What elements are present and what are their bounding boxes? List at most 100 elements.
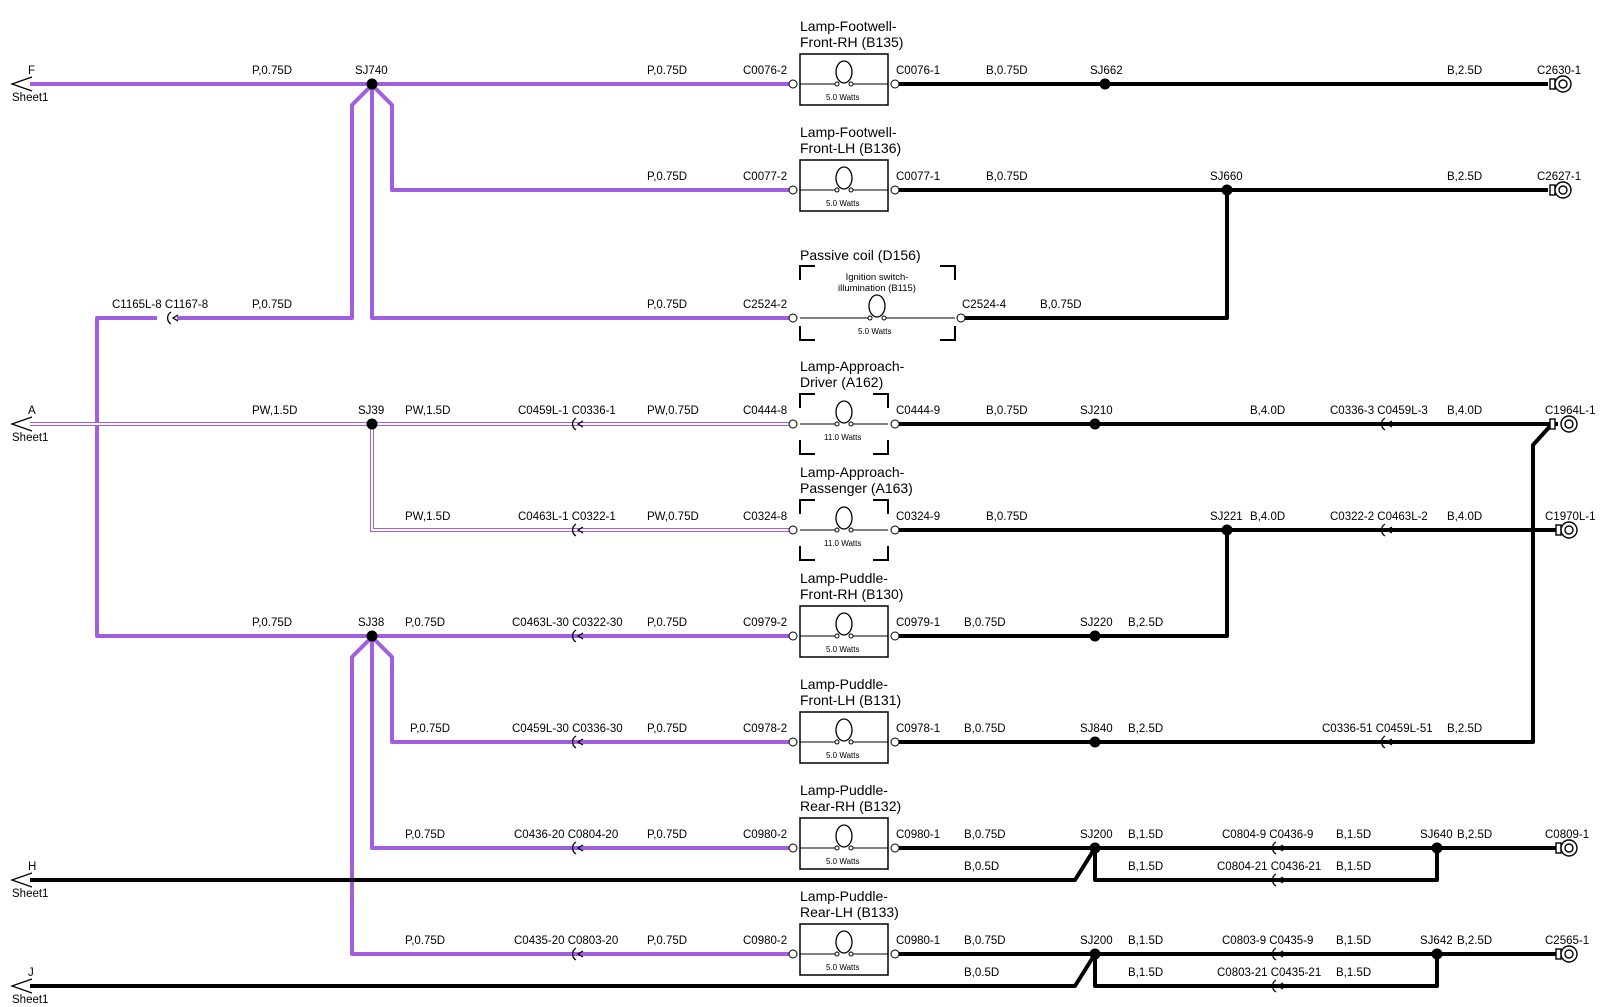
svg-text:B,4.0D: B,4.0D xyxy=(1447,405,1482,417)
svg-text:C1970L-1: C1970L-1 xyxy=(1545,511,1596,523)
splice-sj662 xyxy=(1099,78,1111,90)
lamp-footwell-front-lh[interactable]: Lamp-Footwell- Front-LH (B136) 5.0 Watts xyxy=(788,124,901,212)
svg-text:B,4.0D: B,4.0D xyxy=(1250,511,1285,523)
svg-text:C0809-1: C0809-1 xyxy=(1545,829,1589,841)
svg-text:SJ38: SJ38 xyxy=(358,617,384,629)
svg-text:C0980-1: C0980-1 xyxy=(896,829,940,841)
svg-text:Front-RH (B135): Front-RH (B135) xyxy=(800,34,903,50)
svg-text:Lamp-Puddle-: Lamp-Puddle- xyxy=(800,888,888,904)
lamp-puddle-front-lh[interactable]: Lamp-Puddle- Front-LH (B131) 5.0 Watts xyxy=(788,676,901,764)
offsheet-h[interactable]: H Sheet1 xyxy=(10,861,48,900)
svg-text:C2524-4: C2524-4 xyxy=(962,299,1007,311)
lamp-approach-passenger[interactable]: Lamp-Approach- Passenger (A163) 11.0 Wat… xyxy=(788,464,913,561)
svg-text:A: A xyxy=(28,405,36,417)
svg-text:SJ840: SJ840 xyxy=(1080,723,1113,735)
svg-text:Lamp-Footwell-: Lamp-Footwell- xyxy=(800,124,897,140)
lamp-footwell-front-rh[interactable]: Lamp-Footwell- Front-RH (B135) 5.0 Watts xyxy=(788,18,903,106)
svg-text:SJ200: SJ200 xyxy=(1080,829,1113,841)
wire-sj200-lower-loop-lh xyxy=(1093,954,1439,988)
svg-text:SJ660: SJ660 xyxy=(1210,171,1243,183)
svg-text:B,1.5D: B,1.5D xyxy=(1128,967,1163,979)
svg-text:C0978-1: C0978-1 xyxy=(896,723,940,735)
svg-text:11.0 Watts: 11.0 Watts xyxy=(824,433,861,442)
splice-sj200-rh xyxy=(1089,842,1101,854)
svg-text:B,1.5D: B,1.5D xyxy=(1336,829,1371,841)
svg-text:P,0.75D: P,0.75D xyxy=(252,65,292,77)
svg-text:C0336-51 C0459L-51: C0336-51 C0459L-51 xyxy=(1322,723,1433,735)
svg-text:Passive coil (D156): Passive coil (D156) xyxy=(800,247,921,263)
svg-text:B,2.5D: B,2.5D xyxy=(1128,723,1163,735)
svg-text:SJ221: SJ221 xyxy=(1210,511,1243,523)
svg-text:C2630-1: C2630-1 xyxy=(1537,65,1581,77)
svg-text:C0336-3 C0459L-3: C0336-3 C0459L-3 xyxy=(1330,405,1428,417)
components: Lamp-Footwell- Front-RH (B135) 5.0 Watts… xyxy=(788,18,966,976)
lamp-puddle-rear-rh[interactable]: Lamp-Puddle- Rear-RH (B132) 5.0 Watts xyxy=(788,782,901,870)
svg-text:B,1.5D: B,1.5D xyxy=(1336,861,1371,873)
svg-text:Sheet1: Sheet1 xyxy=(12,92,48,104)
svg-text:SJ210: SJ210 xyxy=(1080,405,1113,417)
splice-sj660 xyxy=(1221,184,1233,196)
wire-sj200-lower-loop-rh xyxy=(1093,848,1439,882)
svg-text:Lamp-Approach-: Lamp-Approach- xyxy=(800,464,905,480)
lamp-puddle-rear-lh[interactable]: Lamp-Puddle- Rear-LH (B133) 5.0 Watts xyxy=(788,888,900,976)
svg-text:C0324-9: C0324-9 xyxy=(896,511,940,523)
svg-text:C0804-9 C0436-9: C0804-9 C0436-9 xyxy=(1222,829,1313,841)
svg-text:5.0 Watts: 5.0 Watts xyxy=(858,327,892,336)
svg-text:C1964L-1: C1964L-1 xyxy=(1545,405,1596,417)
svg-text:Lamp-Puddle-: Lamp-Puddle- xyxy=(800,782,888,798)
svg-text:5.0 Watts: 5.0 Watts xyxy=(826,857,860,866)
svg-text:5.0 Watts: 5.0 Watts xyxy=(826,93,860,102)
splice-sj210 xyxy=(1089,418,1101,430)
svg-text:Ignition switch-: Ignition switch- xyxy=(846,272,909,283)
svg-text:Front-LH (B136): Front-LH (B136) xyxy=(800,140,901,156)
svg-text:5.0 Watts: 5.0 Watts xyxy=(826,751,860,760)
lamp-puddle-front-rh[interactable]: Lamp-Puddle- Front-RH (B130) 5.0 Watts xyxy=(788,570,903,658)
svg-text:P,0.75D: P,0.75D xyxy=(405,829,445,841)
svg-text:C2627-1: C2627-1 xyxy=(1537,171,1581,183)
svg-text:C0435-20 C0803-20: C0435-20 C0803-20 xyxy=(514,935,618,947)
svg-text:Passenger (A163): Passenger (A163) xyxy=(800,480,913,496)
svg-text:P,0.75D: P,0.75D xyxy=(647,829,687,841)
svg-text:Lamp-Puddle-: Lamp-Puddle- xyxy=(800,570,888,586)
wire-c2524-to-sj660 xyxy=(963,190,1229,320)
svg-text:J: J xyxy=(28,967,34,979)
svg-text:P,0.75D: P,0.75D xyxy=(647,723,687,735)
svg-text:P,0.75D: P,0.75D xyxy=(647,935,687,947)
svg-text:B,2.5D: B,2.5D xyxy=(1447,65,1482,77)
lamp-approach-driver[interactable]: Lamp-Approach- Driver (A162) 11.0 Watts xyxy=(788,358,905,455)
svg-text:C0076-2: C0076-2 xyxy=(743,65,787,77)
svg-text:C0463L-1 C0322-1: C0463L-1 C0322-1 xyxy=(518,511,616,523)
svg-text:C0324-8: C0324-8 xyxy=(743,511,787,523)
svg-text:Sheet1: Sheet1 xyxy=(12,994,48,1006)
svg-text:C0979-1: C0979-1 xyxy=(896,617,940,629)
splice-sj221 xyxy=(1221,524,1233,536)
svg-text:C0459L-1 C0336-1: C0459L-1 C0336-1 xyxy=(518,405,616,417)
svg-text:B,1.5D: B,1.5D xyxy=(1128,935,1163,947)
purple-wires xyxy=(30,82,790,956)
svg-text:B,2.5D: B,2.5D xyxy=(1447,723,1482,735)
wire-h-to-sj200 xyxy=(30,846,1097,882)
passive-coil[interactable]: Passive coil (D156) Ignition switch- ill… xyxy=(788,247,966,341)
svg-text:C0436-20 C0804-20: C0436-20 C0804-20 xyxy=(514,829,618,841)
svg-text:PW,1.5D: PW,1.5D xyxy=(405,405,450,417)
svg-text:P,0.75D: P,0.75D xyxy=(647,617,687,629)
splice-sj38 xyxy=(366,630,378,642)
svg-text:Driver (A162): Driver (A162) xyxy=(800,374,883,390)
wire-sj38-to-c0978 xyxy=(370,635,790,744)
svg-text:C0803-21 C0435-21: C0803-21 C0435-21 xyxy=(1217,967,1321,979)
offsheet-f[interactable]: F Sheet1 xyxy=(10,65,48,104)
svg-text:B,0.75D: B,0.75D xyxy=(964,935,1006,947)
svg-text:B,1.5D: B,1.5D xyxy=(1128,861,1163,873)
svg-text:P,0.75D: P,0.75D xyxy=(410,723,450,735)
svg-text:P,0.75D: P,0.75D xyxy=(252,617,292,629)
svg-text:B,2.5D: B,2.5D xyxy=(1128,617,1163,629)
offsheet-j[interactable]: J Sheet1 xyxy=(10,967,48,1006)
svg-text:SJ642: SJ642 xyxy=(1420,935,1453,947)
svg-text:PW,0.75D: PW,0.75D xyxy=(647,511,699,523)
end-terminals xyxy=(1549,75,1578,963)
offsheet-a[interactable]: A Sheet1 xyxy=(10,405,48,444)
svg-text:C0322-2 C0463L-2: C0322-2 C0463L-2 xyxy=(1330,511,1428,523)
svg-text:B,0.5D: B,0.5D xyxy=(964,861,999,873)
svg-text:B,0.75D: B,0.75D xyxy=(1040,299,1082,311)
svg-text:B,2.5D: B,2.5D xyxy=(1457,935,1492,947)
